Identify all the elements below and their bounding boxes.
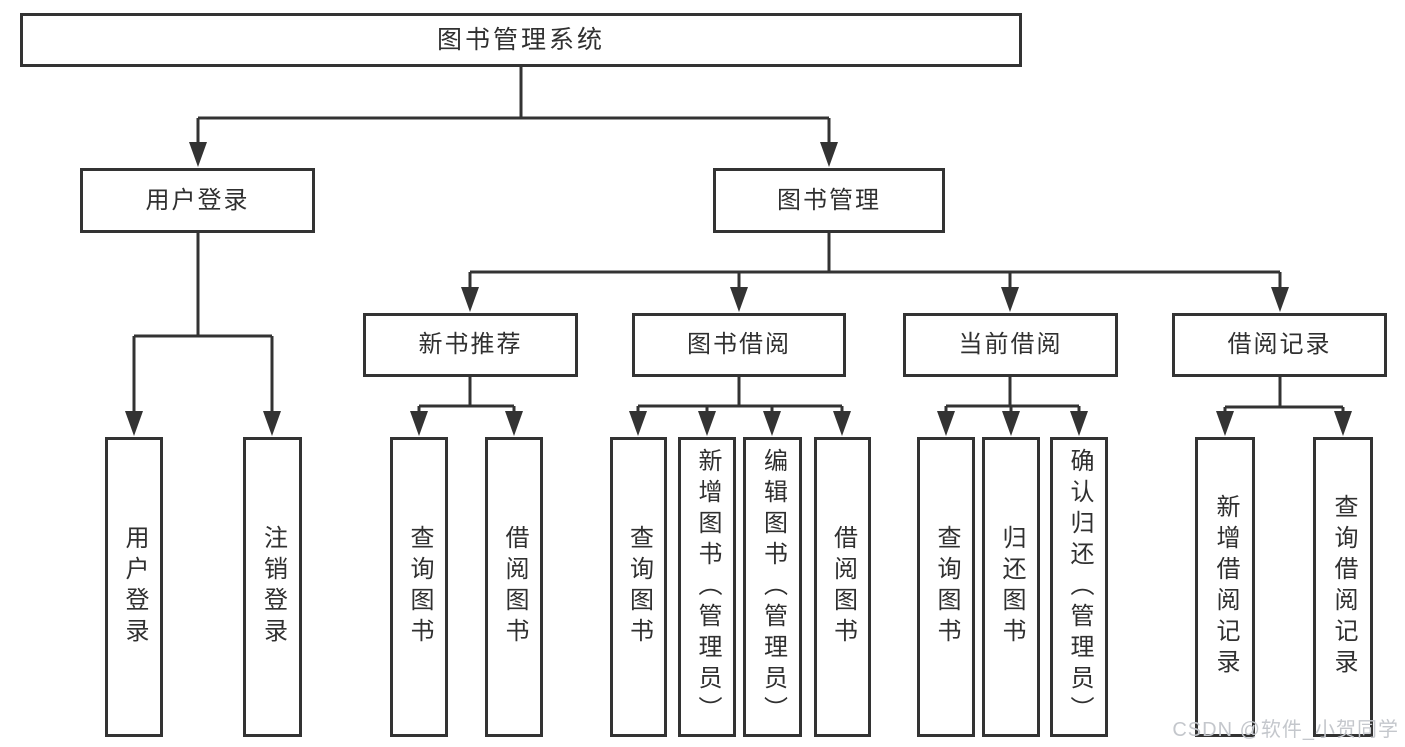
leaf-label: 编辑图书（管理员）: [759, 447, 787, 727]
csdn-watermark: CSDN @软件_小贺同学: [1172, 719, 1399, 741]
leaf-edit-books-admin: 编辑图书（管理员）: [743, 437, 802, 737]
node-new-book-recommend: 新书推荐: [363, 313, 578, 377]
node-label: 图书借阅: [687, 331, 791, 358]
connector-book-mgmt-to-level3: [468, 233, 1282, 294]
arrowhead-icon: [698, 411, 716, 436]
leaf-label: 归还图书: [998, 525, 1025, 649]
arrowhead-icon: [263, 411, 281, 436]
leaf-add-borrow-record: 新增借阅记录: [1195, 437, 1255, 737]
arrowhead-icon: [1001, 287, 1019, 312]
node-label: 新书推荐: [418, 331, 523, 358]
leaf-label: 借阅图书: [501, 525, 528, 649]
node-library-system-root: 图书管理系统: [20, 13, 1022, 67]
arrowhead-icon: [125, 411, 143, 436]
arrowhead-icon: [1002, 411, 1020, 436]
connector-root-to-level2: [196, 67, 831, 148]
arrowhead-icon: [629, 411, 647, 436]
leaf-add-books-admin: 新增图书（管理员）: [678, 437, 736, 737]
leaf-return-books: 归还图书: [982, 437, 1040, 737]
leaf-label: 查询图书: [406, 525, 433, 649]
leaf-label: 查询图书: [933, 525, 960, 649]
connector-recommend-branch: [417, 377, 516, 418]
connector-user-login-branch: [132, 233, 274, 418]
node-label: 借阅记录: [1227, 331, 1332, 358]
leaf-label: 新增图书（管理员）: [694, 447, 721, 727]
connector-records-branch: [1223, 377, 1345, 418]
arrowhead-icon: [1216, 411, 1234, 436]
leaf-query-books-current: 查询图书: [917, 437, 975, 737]
leaf-borrow-books-recommend: 借阅图书: [485, 437, 543, 737]
connector-current-branch: [944, 377, 1081, 418]
node-borrowing-records: 借阅记录: [1172, 313, 1387, 377]
leaf-user-login: 用户登录: [105, 437, 163, 737]
leaf-label: 注销登录: [259, 525, 287, 649]
node-label: 用户登录: [145, 186, 250, 214]
node-label: 图书管理系统: [436, 25, 605, 54]
node-user-login: 用户登录: [80, 168, 315, 233]
leaf-label: 新增借阅记录: [1212, 494, 1239, 680]
leaf-query-books-borrowing: 查询图书: [610, 437, 667, 737]
arrowhead-icon: [1070, 411, 1088, 436]
leaf-confirm-return-admin: 确认归还（管理员）: [1050, 437, 1108, 737]
leaf-label: 借阅图书: [829, 525, 857, 649]
arrowhead-icon: [410, 411, 428, 436]
node-label: 图书管理: [777, 186, 881, 214]
leaf-query-books-recommend: 查询图书: [390, 437, 448, 737]
arrowhead-icon: [461, 287, 479, 312]
arrowhead-icon: [820, 142, 838, 167]
leaf-label: 用户登录: [121, 525, 148, 649]
arrowhead-icon: [730, 287, 748, 312]
connector-borrow-branch: [636, 377, 844, 418]
node-current-borrowing: 当前借阅: [903, 313, 1118, 377]
leaf-label: 查询图书: [625, 525, 653, 649]
node-book-management: 图书管理: [713, 168, 945, 233]
leaf-borrow-books: 借阅图书: [814, 437, 871, 737]
arrowhead-icon: [1271, 287, 1289, 312]
arrowhead-icon: [937, 411, 955, 436]
node-label: 当前借阅: [958, 331, 1063, 358]
leaf-logout: 注销登录: [243, 437, 302, 737]
leaf-label: 查询借阅记录: [1330, 494, 1357, 680]
arrowhead-icon: [1334, 411, 1352, 436]
arrowhead-icon: [505, 411, 523, 436]
leaf-label: 确认归还（管理员）: [1066, 447, 1093, 727]
leaf-query-borrow-record: 查询借阅记录: [1313, 437, 1373, 737]
arrowhead-icon: [763, 411, 781, 436]
node-book-borrowing: 图书借阅: [632, 313, 846, 377]
arrowhead-icon: [833, 411, 851, 436]
arrowhead-icon: [189, 142, 207, 167]
